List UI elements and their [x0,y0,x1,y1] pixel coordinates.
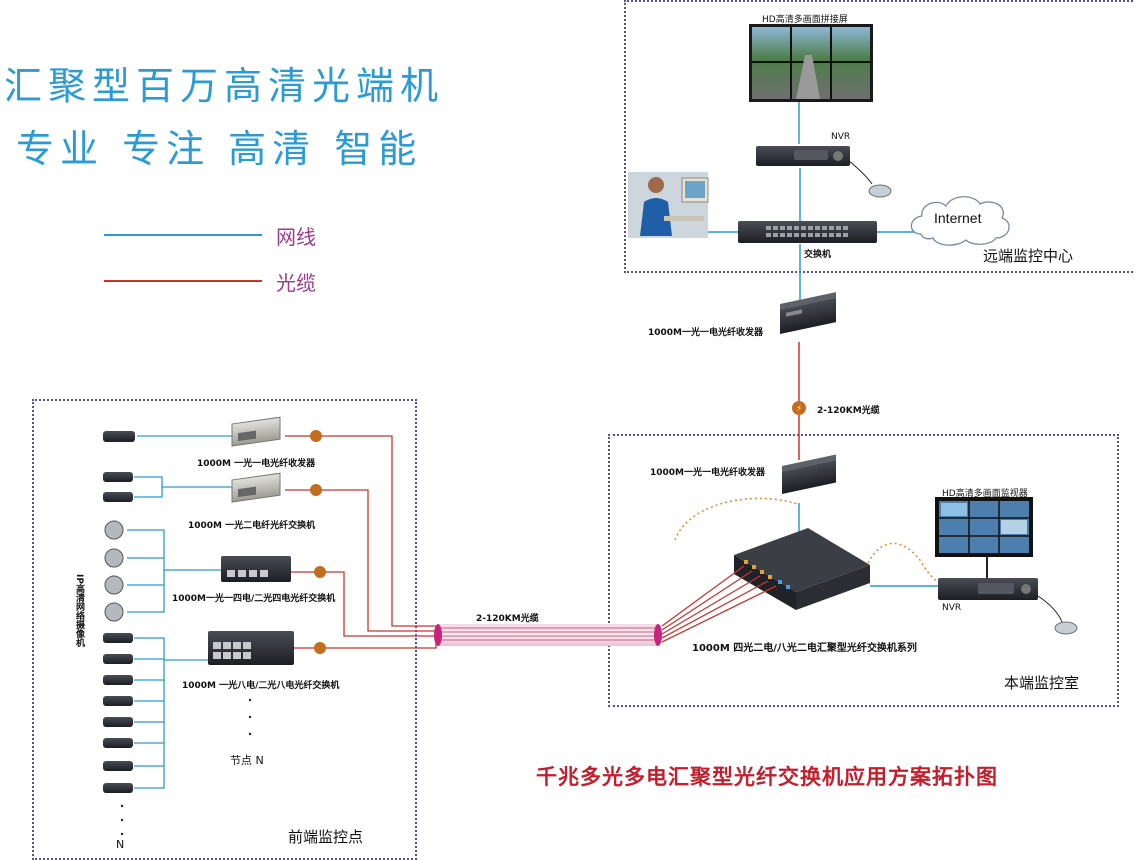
camera-icons [103,431,135,793]
diagram-title: 千兆多光多电汇聚型光纤交换机应用方案拓扑图 [536,765,998,789]
aggregation-switch-device [734,528,870,610]
top-fiber-connector-icon: ⚡ [792,401,806,415]
front-device2-switch [231,472,281,503]
local-mouse-cable [1037,595,1063,623]
local-mouse-icon [1054,621,1078,635]
remote-nvr-device [756,146,850,166]
remote-center-zone-label: 远端监控中心 [983,247,1074,265]
svg-text:⚡: ⚡ [796,404,802,413]
front-site-zone-label: 前端监控点 [288,828,364,846]
headline-line1: 汇聚型百万高清光端机 [4,64,445,108]
top-fiber-label: 2-120KM光缆 [817,406,880,416]
hd-monitor-label: HD高清多画面监视器 [942,489,1028,499]
aggregation-switch-label: 1000M 四光二电/八光二电汇聚型光纤交换机系列 [692,643,917,654]
remote-network-cables [708,102,920,300]
legend-fiber-label: 光缆 [276,271,316,295]
remote-mouse-icon [868,184,892,198]
local-dotted-fiber [674,497,951,589]
front-device1-label: 1000M 一光一电光纤收发器 [197,459,316,469]
internet-cloud-icon [910,196,1010,246]
headline-line2: 专业 专注 高清 智能 [16,127,423,171]
remote-nvr-label: NVR [831,132,851,142]
local-transceiver-device [782,454,836,494]
remote-mouse-cable [847,159,873,185]
legend-network-label: 网线 [276,225,316,249]
video-wall-label: HD高清多画面拼接屏 [762,15,848,25]
internet-label: Internet [934,210,982,226]
front-device4-label: 1000M 一光八电/二光八电光纤交换机 [182,681,340,691]
operator-workstation-icon [628,172,709,238]
local-room-zone [608,434,1119,707]
local-room-zone-label: 本端监控室 [1004,674,1080,692]
fiber-trunk-tube [434,624,662,646]
front-device1-transceiver [231,416,281,447]
local-nvr-device [938,578,1038,600]
camera-n-label: N [116,838,125,851]
front-device3-switch [221,556,291,582]
top-transceiver-device [780,292,836,334]
fiber-trunk-label: 2-120KM光缆 [476,614,539,624]
legend-network-line [104,234,262,236]
dome-camera-icons [104,520,124,622]
remote-switch-label: 交换机 [804,250,832,260]
front-network-cables [127,435,232,789]
legend-fiber-line [104,280,262,282]
cameras-label: IP高清网络摄像机 [74,574,84,647]
local-nvr-label: NVR [942,603,962,613]
local-transceiver-label: 1000M一光一电光纤收发器 [650,468,766,478]
remote-switch-device [738,221,877,243]
front-device3-label: 1000M一光一四电/二光四电光纤交换机 [172,594,336,604]
remote-center-zone [624,0,1134,273]
front-device4-switch [208,631,294,665]
front-fiber-connector-icons [310,430,326,654]
video-wall-screen [749,24,873,102]
front-device2-label: 1000M 一光二电纤光纤交换机 [188,521,316,531]
top-transceiver-label: 1000M一光一电光纤收发器 [648,328,764,338]
trunk-to-switch-fibers [661,565,777,643]
front-continuation-dots [120,698,252,836]
node-n-label: 节点 N [230,754,264,767]
hd-monitor-screen [935,497,1033,557]
